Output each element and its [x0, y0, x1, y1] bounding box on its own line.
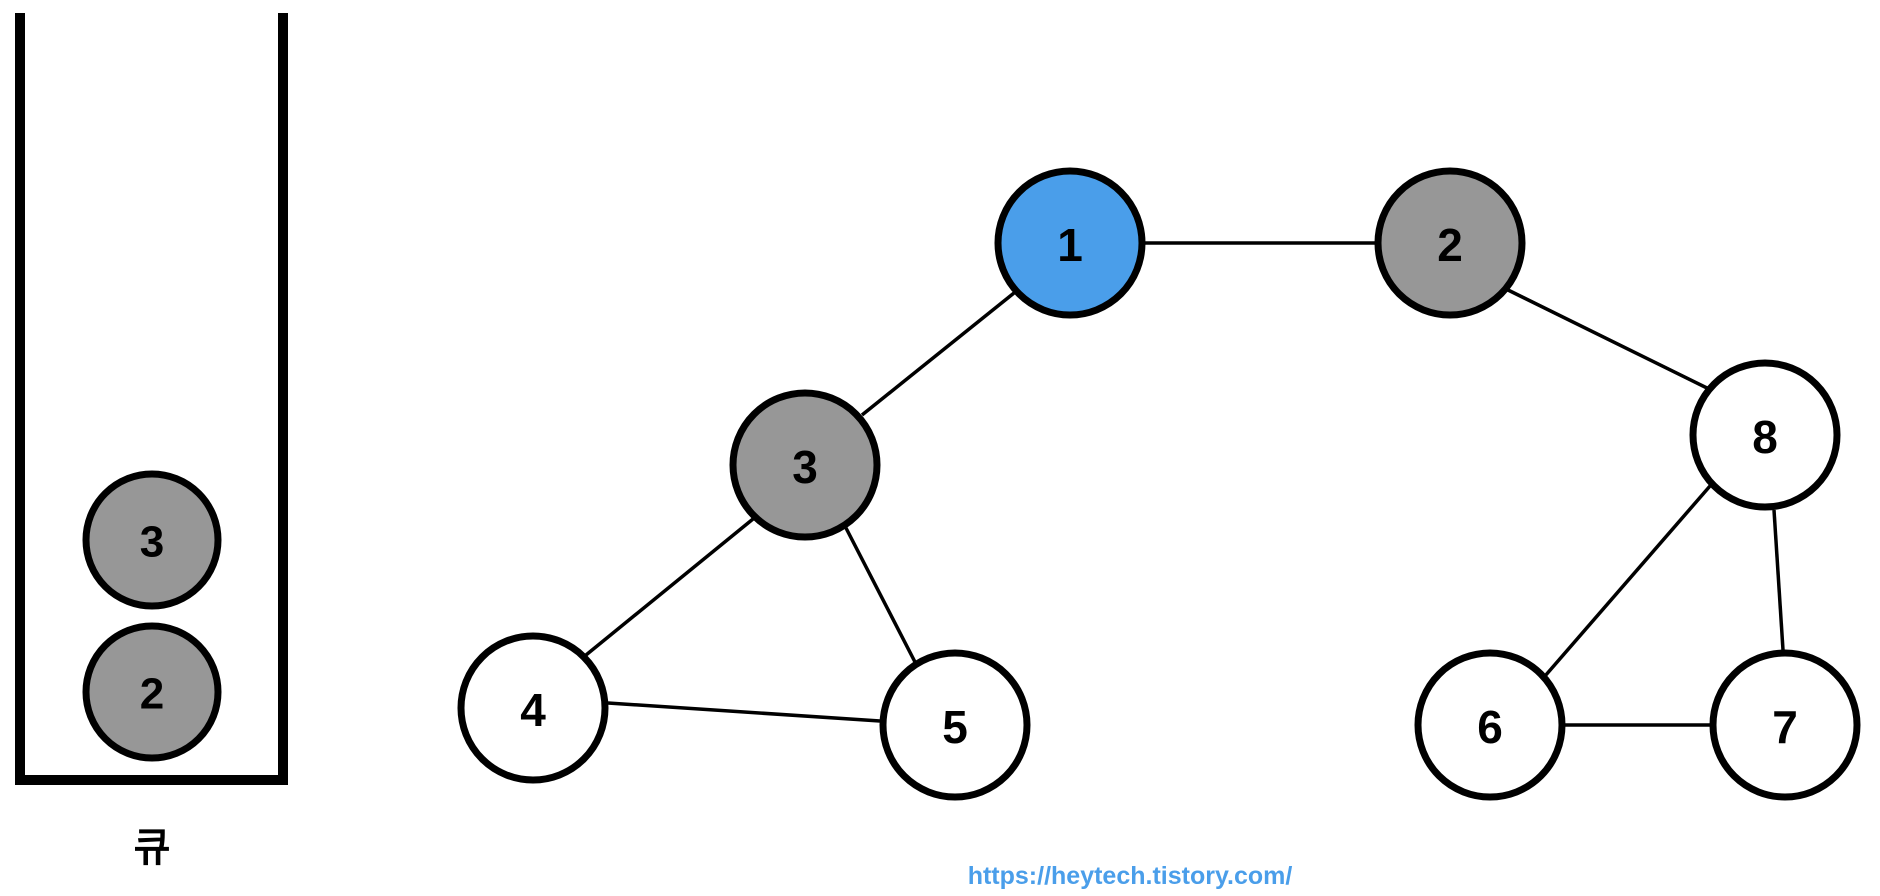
graph-node-4[interactable]: 4: [457, 632, 609, 784]
queue-right-wall: [278, 13, 288, 785]
graph-node-circle: [1374, 167, 1526, 319]
graph-node-3[interactable]: 3: [729, 389, 881, 541]
queue-item-back[interactable]: 2: [82, 622, 222, 762]
graph-node-label: 5: [942, 701, 968, 753]
edge-3-4: [584, 517, 755, 657]
graph-node-label: 2: [1437, 219, 1463, 271]
graph-node-circle: [1689, 359, 1841, 511]
edge-3-5: [844, 527, 917, 663]
graph-node-circle: [1414, 649, 1566, 801]
graph-node-2[interactable]: 2: [1374, 167, 1526, 319]
graph-node-label: 7: [1772, 701, 1798, 753]
queue-items: 3 2: [82, 470, 222, 762]
graph-node-circle: [994, 167, 1146, 319]
graph-node-label: 6: [1477, 701, 1503, 753]
graph-node-5[interactable]: 5: [879, 649, 1031, 801]
edge-8-7: [1772, 509, 1785, 651]
graph-node-label: 4: [520, 684, 546, 736]
graph-node-6[interactable]: 6: [1414, 649, 1566, 801]
graph-node-label: 8: [1752, 411, 1778, 463]
graph-node-circle: [1709, 649, 1861, 801]
queue-item-circle: [82, 622, 222, 762]
graph-node-circle: [879, 649, 1031, 801]
graph-node-7[interactable]: 7: [1709, 649, 1861, 801]
graph-nodes: 3 4 5 6 7 8: [457, 167, 1861, 801]
edge-8-6: [1543, 484, 1712, 678]
edge-4-5: [607, 701, 881, 723]
edge-1-3: [860, 291, 1016, 417]
graph-node-1[interactable]: 1: [994, 167, 1146, 319]
graph-node-circle: [457, 632, 609, 784]
queue-caption: 큐: [134, 826, 171, 870]
graph-node-label: 1: [1057, 219, 1083, 271]
queue-item-circle: [82, 470, 222, 610]
watermark-url[interactable]: https://heytech.tistory.com/: [968, 862, 1293, 890]
queue-left-wall: [15, 13, 25, 785]
graph-node-8[interactable]: 8: [1689, 359, 1841, 511]
queue-bottom-wall: [15, 775, 288, 785]
queue-item-front[interactable]: 3: [82, 470, 222, 610]
graph-edges: [584, 241, 1785, 727]
graph-node-circle: [729, 389, 881, 541]
queue-container: [15, 13, 288, 785]
edge-2-8: [1507, 288, 1710, 391]
graph-node-label: 3: [792, 441, 818, 493]
queue-item-label: 3: [140, 518, 164, 567]
queue-item-label: 2: [140, 670, 164, 719]
